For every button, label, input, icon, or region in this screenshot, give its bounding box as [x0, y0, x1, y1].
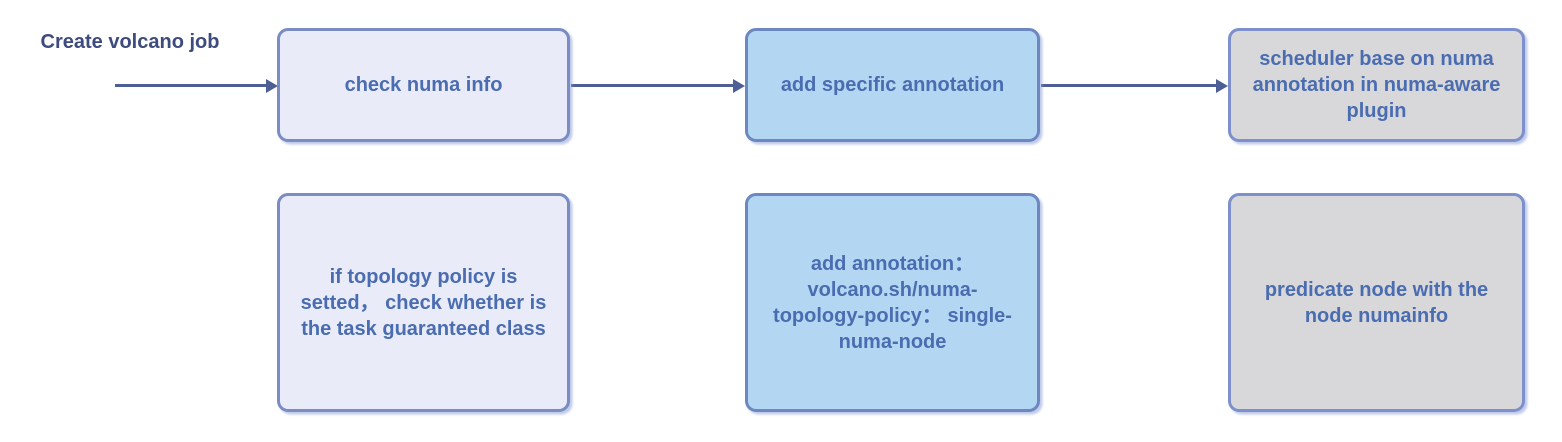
arrow-start-to-check-numa: [115, 78, 278, 93]
node-label: check numa info: [344, 74, 503, 96]
arrowhead-icon: [1216, 78, 1228, 93]
node-check-numa-info: check numa info: [277, 28, 570, 142]
arrowhead-icon: [266, 78, 278, 93]
arrow-annotation-to-scheduler: [1041, 78, 1228, 93]
node-label: predicate node with the node numainfo: [1264, 278, 1489, 327]
start-label-create-volcano-job: Create volcano job: [40, 31, 220, 53]
node-label: if topology policy is setted， check whet…: [300, 265, 547, 340]
node-add-specific-annotation: add specific annotation: [745, 28, 1040, 142]
node-scheduler-numa-aware-plugin: scheduler base on numa annotation in num…: [1228, 28, 1525, 142]
node-label: scheduler base on numa annotation in num…: [1252, 48, 1501, 122]
arrowhead-icon: [733, 78, 745, 93]
node-label: add specific annotation: [780, 74, 1005, 96]
node-add-annotation-detail: add annotation： volcano.sh/numa-topology…: [745, 193, 1040, 412]
arrow-check-numa-to-annotation: [571, 78, 745, 93]
node-topology-policy-check-detail: if topology policy is setted， check whet…: [277, 193, 570, 412]
node-label: add annotation： volcano.sh/numa-topology…: [773, 252, 1012, 353]
node-predicate-node-detail: predicate node with the node numainfo: [1228, 193, 1525, 412]
